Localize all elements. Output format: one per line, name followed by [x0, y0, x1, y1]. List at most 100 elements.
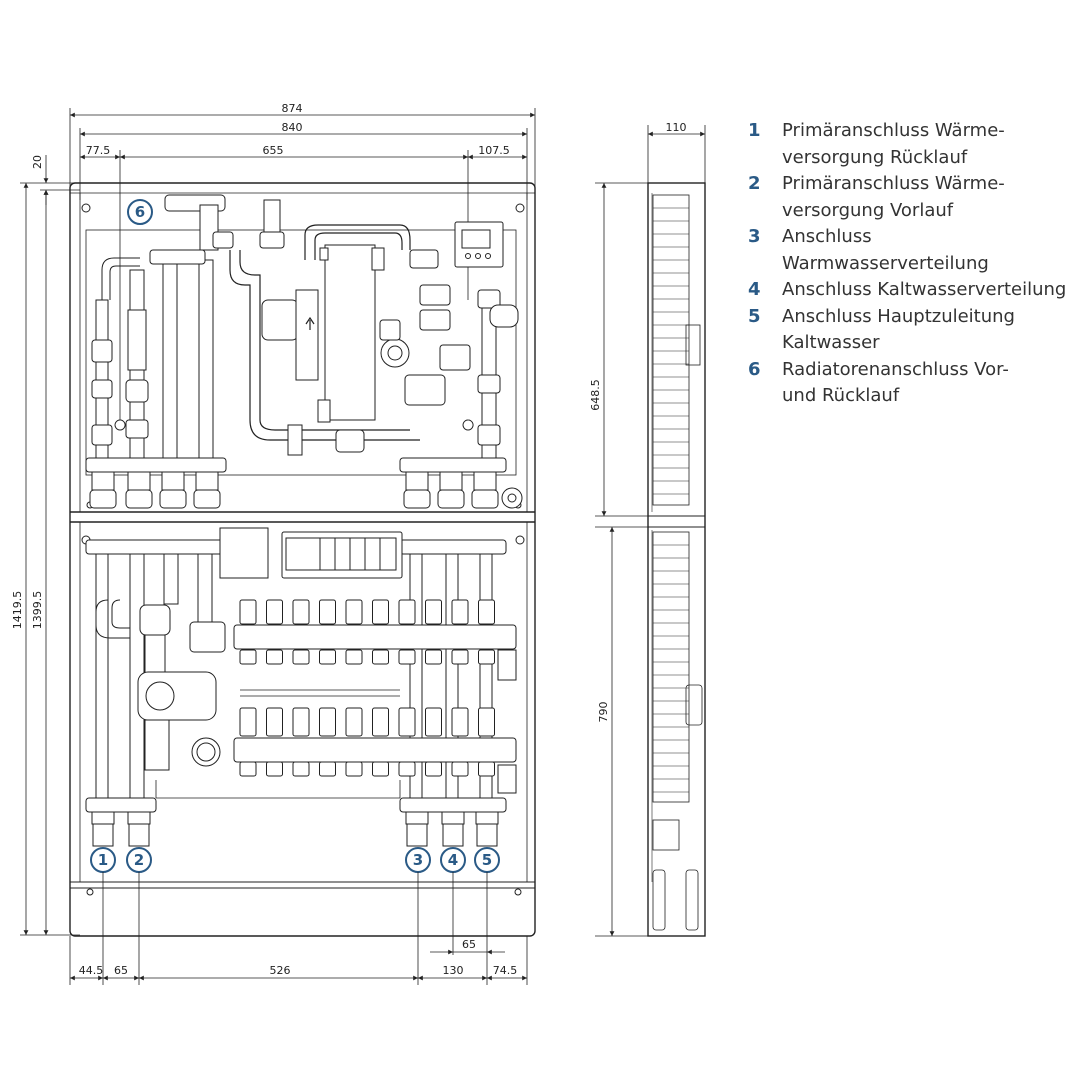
manifold-port	[398, 707, 416, 737]
dim-center-span: 655	[263, 144, 284, 157]
lower-outlet-row	[85, 780, 507, 847]
legend-item-2: 2 Primäranschluss Wärme-versorgung Vorla…	[748, 171, 1080, 224]
manifold-port	[319, 707, 336, 737]
legend-number: 3	[748, 226, 761, 247]
dim-bottom-gap: 65	[114, 964, 128, 977]
legend-number: 1	[748, 120, 761, 141]
dim-lower-height: 790	[597, 702, 610, 723]
manifold-port	[372, 649, 389, 665]
manifold-port	[266, 649, 283, 665]
dim-left-offset: 77.5	[86, 144, 111, 157]
dim-inner-width: 840	[282, 121, 303, 134]
legend-item-4: 4 Anschluss Kaltwasserverteilung	[748, 277, 1080, 304]
manifold-port	[478, 599, 495, 625]
legend-text-line: Radiatorenanschluss Vor-	[782, 358, 1009, 380]
dim-bottom-right: 74.5	[493, 964, 518, 977]
manifold-port	[425, 599, 442, 625]
manifold-port	[478, 707, 495, 737]
callout-6: 6	[135, 203, 145, 221]
upper-outlet-row	[85, 457, 523, 509]
manifold-port	[239, 649, 257, 665]
top-dimensions	[69, 108, 536, 430]
dim-top-offset: 20	[31, 155, 44, 169]
manifold-port	[451, 707, 469, 737]
dim-side-depth: 110	[666, 121, 687, 134]
left-dimensions	[20, 155, 80, 936]
manifold-port	[425, 649, 442, 665]
manifold-port	[372, 707, 389, 737]
callout-4: 4	[448, 851, 458, 869]
legend-text-line: Primäranschluss Wärme-	[782, 120, 1005, 141]
dim-total-height: 1419.5	[11, 591, 24, 630]
callout-1: 1	[98, 851, 108, 869]
manifold-port	[478, 761, 495, 777]
manifold-port	[292, 761, 310, 777]
callout-3: 3	[413, 851, 423, 869]
legend-item-1: 1 Primäranschluss Wärme-versorgung Rückl…	[748, 118, 1080, 171]
manifold-port	[398, 649, 416, 665]
legend-number: 2	[748, 173, 761, 194]
callout-2: 2	[134, 851, 144, 869]
manifold-port	[345, 761, 363, 777]
manifold-port	[372, 599, 389, 625]
manifold-port	[292, 599, 310, 625]
manifold-port	[239, 707, 257, 737]
manifold-port	[239, 599, 257, 625]
legend-number: 4	[748, 279, 761, 300]
dim-bottom-pitch: 65	[462, 938, 476, 951]
callout-markers: 1 2 3 4 5 6	[90, 199, 500, 873]
legend-item-3: 3 Anschluss Warmwasserverteilung	[748, 224, 1080, 277]
manifold-port	[398, 599, 416, 625]
dim-bottom-main: 526	[270, 964, 291, 977]
legend-text-line: Anschluss Kaltwasserverteilung	[782, 279, 1067, 300]
legend-item-6: 6 Radiatorenanschluss Vor-und Rücklauf	[748, 357, 1080, 410]
upper-components	[91, 194, 519, 461]
manifold-port	[319, 649, 336, 665]
cabinet-front	[69, 182, 536, 937]
legend-text-line: versorgung Vorlauf	[782, 199, 954, 221]
legend-text-line: Anschluss Hauptzuleitung	[782, 305, 1015, 327]
dim-upper-height: 648.5	[589, 379, 602, 411]
manifold-port	[266, 599, 283, 625]
bottom-dimensions	[69, 872, 528, 985]
manifold-port	[451, 761, 469, 777]
manifold-port	[425, 761, 442, 777]
manifold-port	[345, 707, 363, 737]
manifold-port	[292, 707, 310, 737]
legend: 1 Primäranschluss Wärme-versorgung Rückl…	[748, 118, 1080, 410]
legend-text-line: Primäranschluss Wärme-	[782, 173, 1005, 194]
dim-right-offset: 107.5	[478, 144, 510, 157]
side-view	[647, 182, 706, 937]
legend-number: 5	[748, 305, 761, 327]
dim-bottom-gap-right: 130	[443, 964, 464, 977]
manifold-port	[345, 599, 363, 625]
manifold-port	[478, 649, 495, 665]
legend-number: 6	[748, 358, 761, 380]
manifold-port	[319, 599, 336, 625]
manifold-port	[451, 649, 469, 665]
side-dimensions	[595, 125, 706, 937]
manifold-port	[398, 761, 416, 777]
manifold-port	[266, 707, 283, 737]
legend-text-line: und Rücklauf	[782, 385, 900, 406]
manifold-port	[345, 649, 363, 665]
legend-text-line: versorgung Rücklauf	[782, 146, 968, 168]
legend-text-line: Kaltwasser	[782, 332, 880, 353]
manifold-port	[292, 649, 310, 665]
dim-inner-height: 1399.5	[31, 591, 44, 630]
lower-components	[85, 527, 517, 800]
manifold-port	[266, 761, 283, 777]
manifold-outlets	[239, 599, 495, 777]
dim-total-width: 874	[282, 102, 303, 115]
manifold-port	[451, 599, 469, 625]
side-slats	[653, 207, 689, 793]
dim-bottom-left: 44.5	[79, 964, 104, 977]
manifold-port	[239, 761, 257, 777]
legend-text-line: Anschluss Warmwasserverteilung	[782, 226, 989, 274]
callout-5: 5	[482, 851, 492, 869]
manifold-port	[372, 761, 389, 777]
manifold-port	[319, 761, 336, 777]
manifold-port	[425, 707, 442, 737]
